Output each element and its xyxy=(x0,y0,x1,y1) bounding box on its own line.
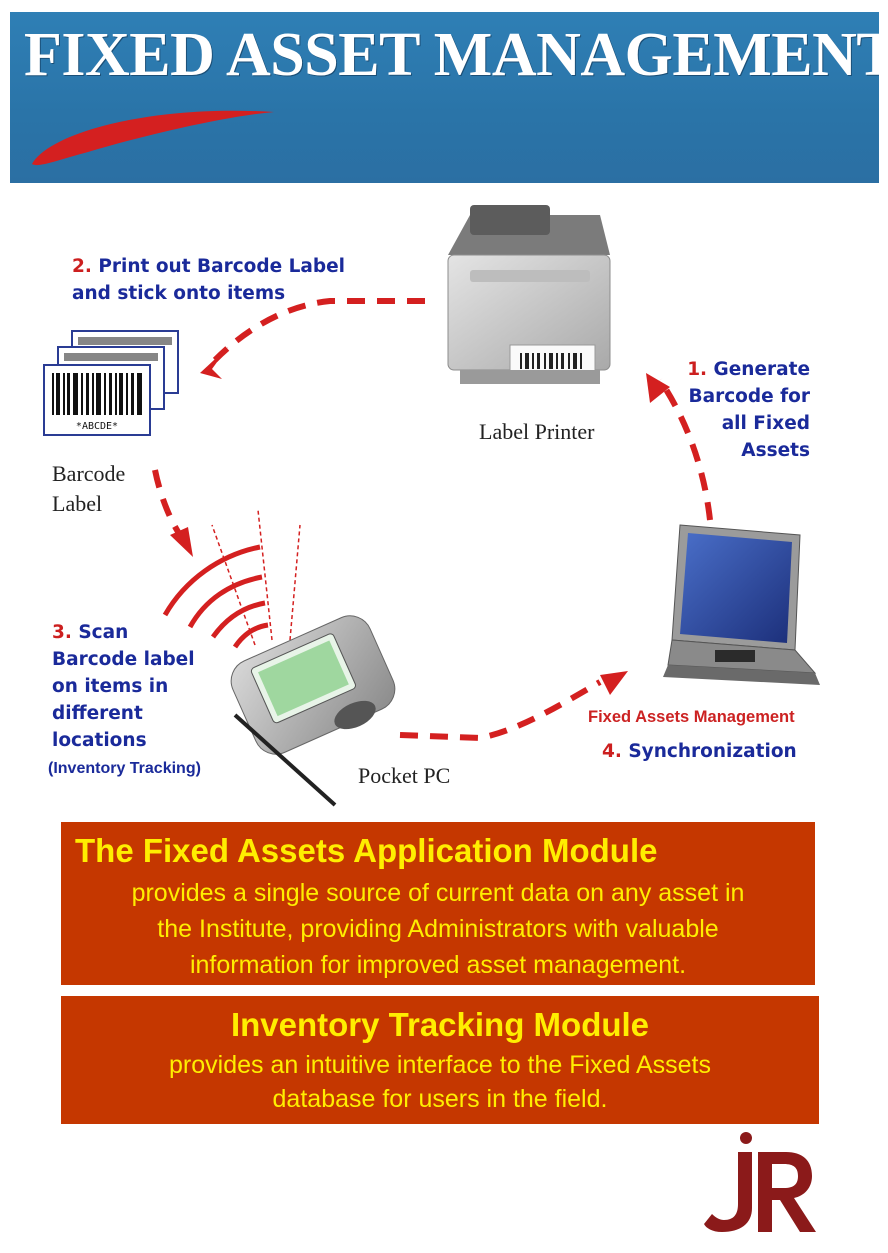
step-3-line3: on items in xyxy=(52,676,169,697)
step-2-text-line1: Print out Barcode Label xyxy=(98,256,346,277)
scan-waves-graphic xyxy=(162,544,269,649)
fixed-assets-module-description: provides a single source of current data… xyxy=(61,875,815,983)
banner-title: FIXED ASSET MANAGEMENT xyxy=(24,21,879,89)
step-3-number: 3. xyxy=(52,622,72,643)
step-1-line2: Barcode for xyxy=(688,386,811,407)
step-1-label: 1. Generate Barcode for all Fixed Assets xyxy=(640,356,810,464)
laptop-image xyxy=(663,524,820,685)
fixed-assets-module-box: The Fixed Assets Application Module prov… xyxy=(61,822,815,985)
label-printer-caption: Label Printer xyxy=(479,419,595,444)
step-4-text: Synchronization xyxy=(628,741,797,762)
step-3-line5: locations xyxy=(52,730,147,751)
step-1-line1: Generate xyxy=(713,359,810,380)
scan-beam-lines xyxy=(211,509,301,646)
header-banner: FIXED ASSET MANAGEMENT xyxy=(10,12,879,183)
fixed-assets-module-title: The Fixed Assets Application Module xyxy=(75,832,658,869)
diagram-graphics: *ABCDE* xyxy=(43,205,820,807)
step-4-number: 4. xyxy=(602,741,622,762)
inventory-tracking-module-line2: database for users in the field. xyxy=(272,1085,608,1113)
workflow-diagram: *ABCDE* 2 xyxy=(0,195,888,815)
pocket-pc-image xyxy=(230,615,396,807)
step-1-number: 1. xyxy=(687,359,708,380)
arrowhead-pda xyxy=(170,527,193,557)
barcode-label-caption-line1: Barcode xyxy=(52,461,126,486)
step-1-line4: Assets xyxy=(741,440,810,461)
arrow-heads xyxy=(170,347,670,695)
arrow-labels-to-pda xyxy=(152,469,183,537)
label-printer-image xyxy=(447,205,611,384)
arrow-printer-to-labels xyxy=(212,298,425,363)
fixed-assets-module-line3: information for improved asset managemen… xyxy=(189,951,687,979)
step-3-line2: Barcode label xyxy=(52,649,195,670)
step-2-label: 2. Print out Barcode Label and stick ont… xyxy=(72,253,345,307)
arrow-pda-to-laptop xyxy=(399,679,602,742)
barcode-label-caption: Barcode Label xyxy=(52,459,125,519)
step-3-label: 3. Scan Barcode label on items in differ… xyxy=(52,619,195,754)
step-3-line4: different xyxy=(52,703,143,724)
laptop-caption: Fixed Assets Management xyxy=(588,708,795,726)
inventory-tracking-module-line1: provides an intuitive interface to the F… xyxy=(169,1051,711,1079)
inventory-tracking-module-description: provides an intuitive interface to the F… xyxy=(61,1048,819,1116)
arrow-laptop-to-printer xyxy=(657,378,713,521)
inventory-tracking-module-box: Inventory Tracking Module provides an in… xyxy=(61,996,819,1124)
fixed-assets-module-line1: provides a single source of current data… xyxy=(131,879,745,907)
red-swoosh-graphic xyxy=(32,110,274,166)
flow-arrows xyxy=(152,298,713,742)
inventory-tracking-module-title: Inventory Tracking Module xyxy=(230,1006,650,1043)
step-3-line1: Scan xyxy=(78,622,129,643)
barcode-label-caption-line2: Label xyxy=(52,491,103,516)
pocket-pc-caption: Pocket PC xyxy=(358,763,451,788)
step-4-label: 4. Synchronization xyxy=(602,738,797,765)
step-2-number: 2. xyxy=(72,256,92,277)
step-1-line3: all Fixed xyxy=(721,413,810,434)
barcode-code-text: *ABCDE* xyxy=(76,421,118,432)
logo-dot xyxy=(740,1132,752,1144)
logo-letters xyxy=(704,1152,816,1232)
arrowhead-labels xyxy=(200,347,228,379)
arrowhead-printer xyxy=(646,373,670,403)
step-2-text-line2: and stick onto items xyxy=(72,283,286,304)
arrowhead-laptop xyxy=(600,671,628,695)
fixed-assets-module-line2: the Institute, providing Administrators … xyxy=(157,915,719,943)
barcode-labels-image xyxy=(43,330,179,436)
jr-logo xyxy=(704,1132,816,1232)
step-3-note: (Inventory Tracking) xyxy=(48,760,201,777)
